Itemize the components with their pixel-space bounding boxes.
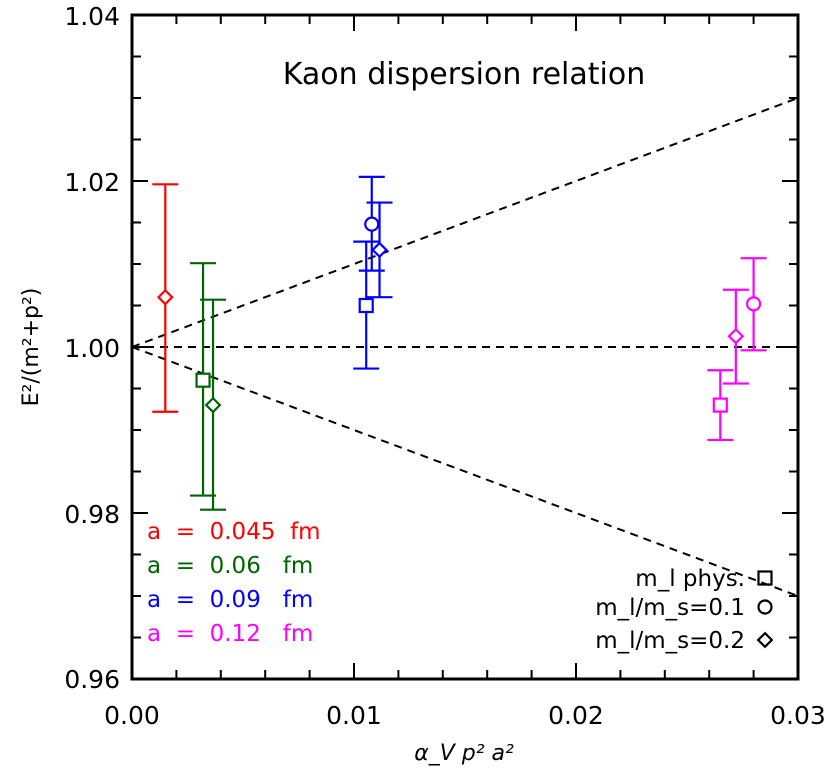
reference-line-2 bbox=[131, 346, 799, 597]
marker-diamond-2 bbox=[204, 396, 222, 414]
marker-diamond-5 bbox=[371, 241, 388, 259]
data-point-5 bbox=[366, 201, 393, 299]
x-tick-label-2: 0.02 bbox=[548, 701, 604, 730]
x-tick-label-1: 0.01 bbox=[326, 701, 382, 730]
marker-legend-label-0: m_l phys. bbox=[635, 566, 745, 592]
x-tick-label-0: 0.00 bbox=[104, 701, 160, 730]
marker-legend: m_l phys. m_l/m_s=0.1 m_l/m_s=0.2 bbox=[595, 566, 774, 654]
data-point-1 bbox=[190, 262, 217, 497]
marker-legend-label-2: m_l/m_s=0.2 bbox=[595, 628, 745, 654]
data-point-6 bbox=[707, 369, 734, 442]
marker-legend-symbol-square bbox=[757, 570, 773, 586]
marker-diamond-7 bbox=[727, 327, 745, 345]
reference-line-0 bbox=[131, 97, 799, 348]
marker-bg-0 bbox=[158, 290, 172, 304]
marker-bg-4 bbox=[365, 217, 379, 231]
marker-diamond-0 bbox=[156, 288, 174, 306]
marker-legend-symbol-diamond bbox=[756, 631, 774, 649]
marker-bg-1 bbox=[196, 373, 210, 387]
data-point-0 bbox=[152, 183, 179, 413]
chart-title: Kaon dispersion relation bbox=[283, 57, 645, 92]
marker-bg-6 bbox=[713, 398, 727, 412]
marker-legend-label-1: m_l/m_s=0.1 bbox=[595, 595, 745, 621]
lattice-spacing-legend: a = 0.045 fm a = 0.06 fm a = 0.09 fm a = 0.… bbox=[147, 519, 321, 647]
lattice-legend-item-1: a = 0.06 fm bbox=[147, 553, 313, 579]
x-axis-title: α_V p² a² bbox=[414, 741, 514, 766]
marker-bg-5 bbox=[373, 243, 387, 257]
marker-square-3 bbox=[358, 297, 374, 314]
x-tick-label-3: 0.03 bbox=[770, 701, 826, 730]
marker-circle-8 bbox=[745, 296, 762, 312]
marker-square-6 bbox=[712, 397, 728, 413]
y-tick-label-0: 0.96 bbox=[64, 665, 120, 694]
lattice-legend-item-3: a = 0.12 fm bbox=[147, 621, 313, 647]
data-point-8 bbox=[740, 257, 767, 352]
y-tick-label-2: 1.00 bbox=[64, 334, 120, 363]
y-tick-label-3: 1.02 bbox=[64, 168, 120, 197]
data-points bbox=[152, 175, 767, 511]
lattice-legend-item-0: a = 0.045 fm bbox=[147, 519, 321, 545]
marker-circle-4 bbox=[364, 216, 380, 232]
reference-lines bbox=[131, 97, 799, 597]
marker-bg-3 bbox=[359, 299, 373, 312]
marker-bg-7 bbox=[729, 329, 743, 343]
data-point-3 bbox=[353, 240, 380, 370]
tick-labels: 0.00 0.01 0.02 0.03 0.96 0.98 1.00 1.02 … bbox=[64, 2, 826, 730]
marker-bg-8 bbox=[747, 297, 761, 311]
y-axis-title: E²/(m²+p²) bbox=[19, 288, 44, 407]
y-tick-label-1: 0.98 bbox=[64, 500, 120, 529]
data-point-7 bbox=[722, 288, 749, 385]
marker-legend-symbol-circle bbox=[757, 599, 773, 615]
y-tick-label-4: 1.04 bbox=[64, 2, 120, 31]
marker-square-1 bbox=[195, 372, 211, 388]
marker-bg-2 bbox=[206, 398, 220, 412]
axis-ticks bbox=[131, 14, 799, 680]
data-point-2 bbox=[200, 298, 227, 511]
lattice-legend-item-2: a = 0.09 fm bbox=[147, 587, 313, 613]
